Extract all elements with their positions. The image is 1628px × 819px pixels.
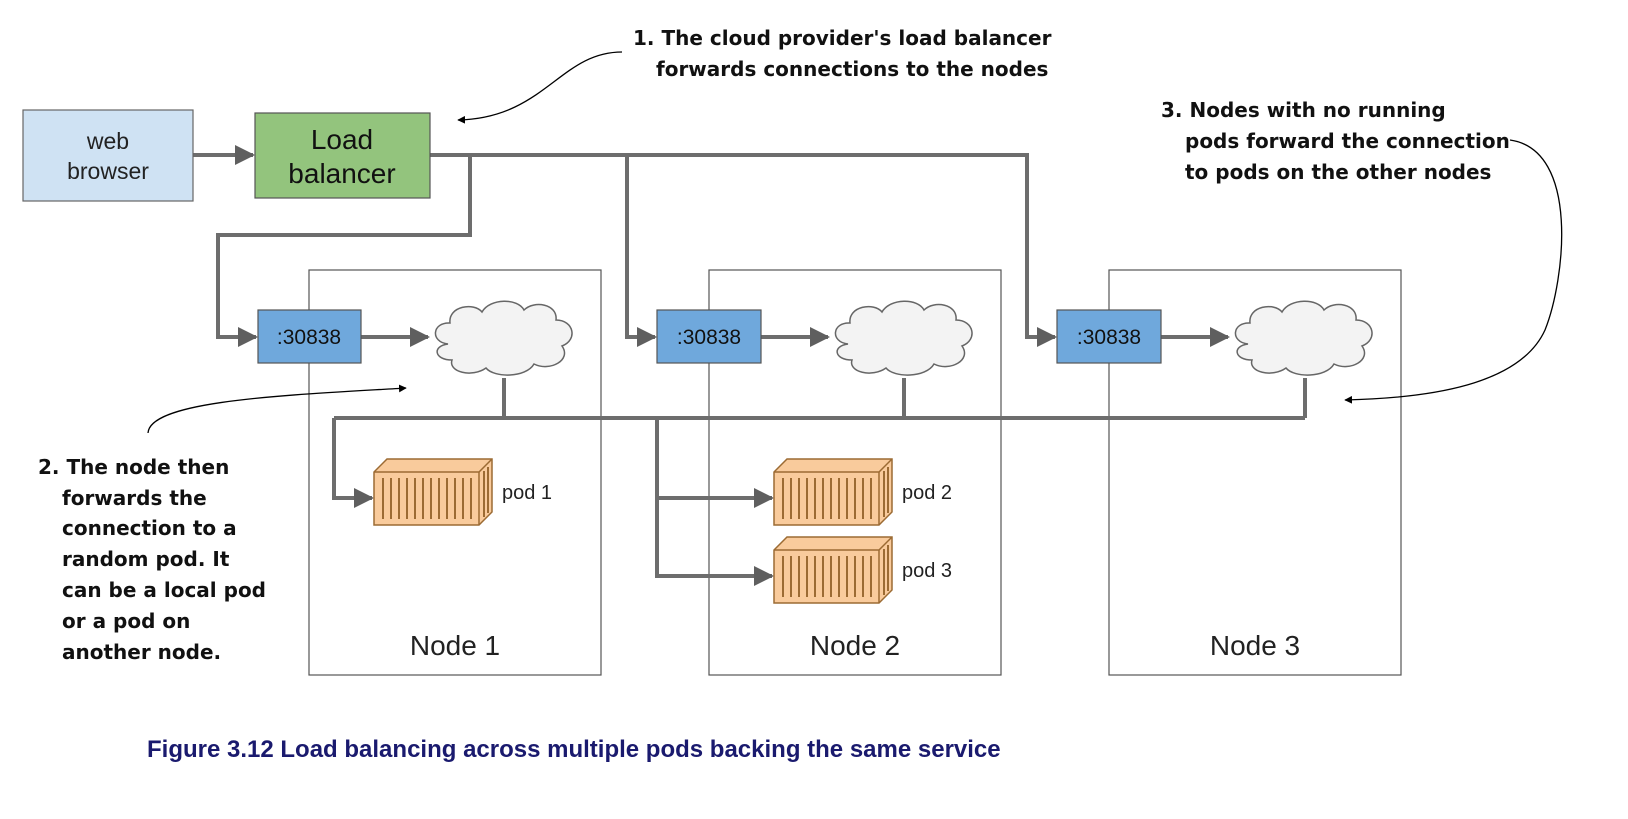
annotation-2-line: another node. — [62, 640, 221, 664]
bus-to-pod1-arrow — [332, 418, 374, 508]
lb-to-node3-arrow — [627, 153, 1057, 347]
load-balancer-label-line2: balancer — [288, 158, 395, 189]
figure-caption: Figure 3.12 Load balancing across multip… — [147, 736, 1001, 763]
node-1-label: Node 1 — [410, 630, 500, 661]
node-port-2: :30838 — [656, 309, 762, 364]
annotation-3-line: pods forward the connection — [1185, 129, 1510, 153]
annotation-2: 2. The node then forwards the connection… — [38, 455, 266, 664]
annotation-1: 1. The cloud provider's load balancer fo… — [633, 26, 1052, 81]
web-browser-box: web browser — [22, 109, 194, 202]
cloud-bus-line — [334, 378, 1307, 420]
load-balancer-box: Load balancer — [254, 112, 431, 199]
pod-1-label: pod 1 — [502, 482, 552, 504]
load-balancer-label-line1: Load — [311, 124, 373, 155]
annotation-3: 3. Nodes with no running pods forward th… — [1161, 98, 1510, 184]
annotation-2-line: forwards the — [62, 486, 207, 510]
annotation-2-line: connection to a — [62, 516, 237, 540]
node-port-3-label: :30838 — [1077, 326, 1141, 349]
node-2-label: Node 2 — [810, 630, 900, 661]
annotation-1-line: 1. The cloud provider's load balancer — [633, 26, 1052, 50]
cloud-icon — [834, 300, 973, 376]
node-port-2-label: :30838 — [677, 326, 741, 349]
pod-3-label: pod 3 — [902, 560, 952, 582]
lb-to-node1-arrow — [216, 153, 472, 347]
container-icon — [373, 458, 493, 526]
annotation-2-line: can be a local pod — [62, 578, 266, 602]
connections — [193, 145, 1307, 586]
cloud-icon — [434, 300, 573, 376]
container-icon — [773, 458, 893, 526]
node-3-label: Node 3 — [1210, 630, 1300, 661]
annotation-3-line: to pods on the other nodes — [1185, 160, 1491, 184]
node-port-3: :30838 — [1056, 309, 1162, 364]
pod-3: pod 3 — [773, 536, 952, 604]
pod-2: pod 2 — [773, 458, 952, 526]
node-port-1-label: :30838 — [277, 326, 341, 349]
pod-1: pod 1 — [373, 458, 552, 526]
annotation-2-line: random pod. It — [62, 547, 230, 571]
annotation-3-line: 3. Nodes with no running — [1161, 98, 1446, 122]
node-port-1: :30838 — [257, 309, 362, 364]
note3-pointer-arrow — [1344, 139, 1563, 404]
container-icon — [773, 536, 893, 604]
lb-to-node2-arrow — [470, 153, 657, 347]
bus-to-pod3-arrow — [655, 498, 774, 586]
annotation-1-line: forwards connections to the nodes — [656, 57, 1048, 81]
web-browser-label-line2: browser — [67, 158, 149, 184]
note2-pointer-arrow — [147, 384, 407, 434]
cloud-icon — [1234, 300, 1373, 376]
annotation-2-line: or a pod on — [62, 609, 190, 633]
web-browser-label-line1: web — [86, 128, 129, 154]
pod-2-label: pod 2 — [902, 482, 952, 504]
note1-pointer-arrow — [457, 51, 623, 124]
annotation-2-line: 2. The node then — [38, 455, 229, 479]
